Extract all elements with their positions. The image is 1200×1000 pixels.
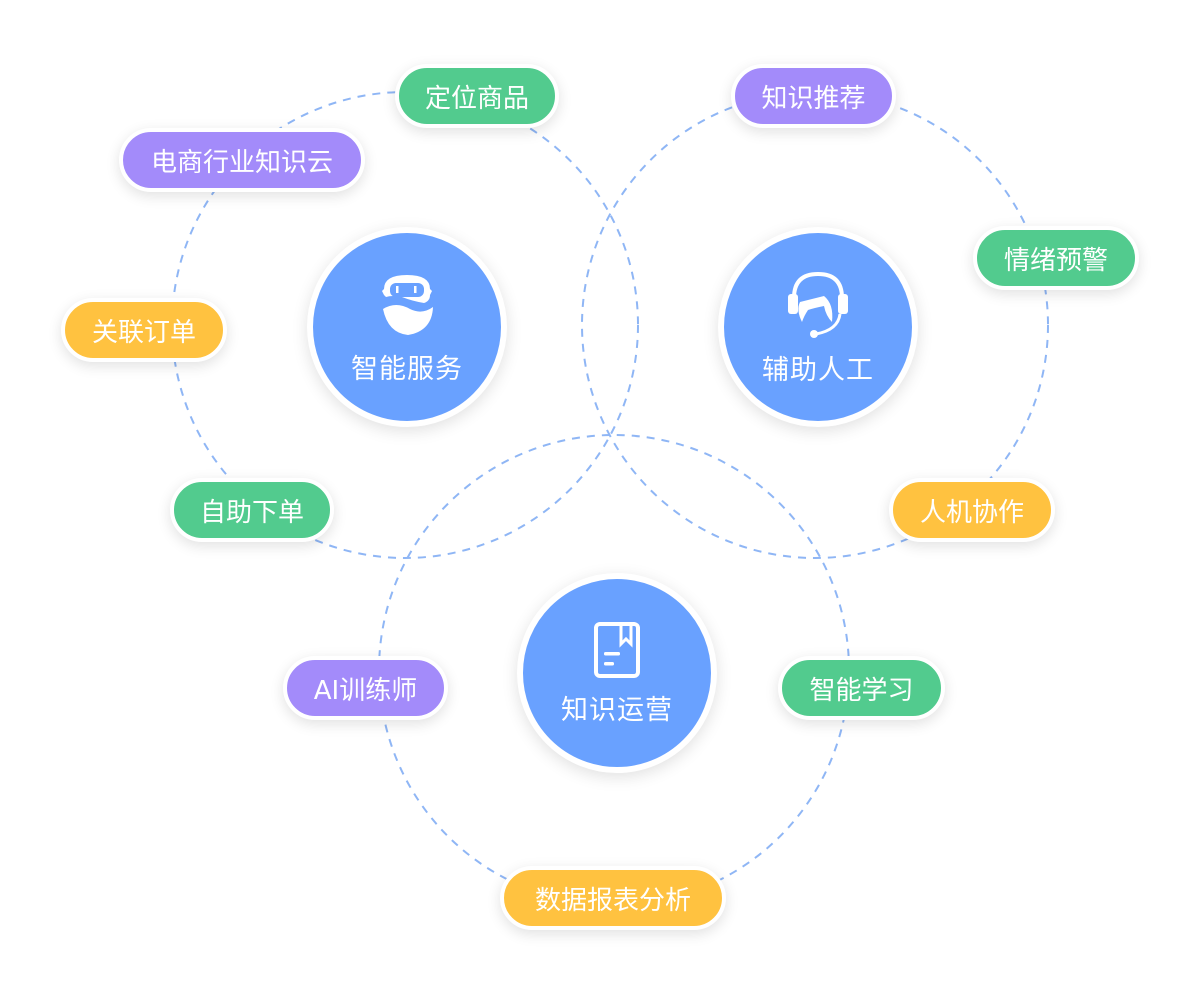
hub-assist-human[interactable]: 辅助人工 (718, 227, 918, 427)
tag-locate-product[interactable]: 定位商品 (395, 64, 559, 128)
hub-label: 辅助人工 (762, 354, 874, 386)
tag-emotion-alert[interactable]: 情绪预警 (973, 226, 1139, 290)
hub-smart-service[interactable]: 智能服务 (307, 227, 507, 427)
tag-ai-trainer[interactable]: AI训练师 (283, 656, 448, 720)
tag-human-machine[interactable]: 人机协作 (889, 478, 1055, 542)
tag-link-order[interactable]: 关联订单 (61, 298, 227, 362)
tag-smart-learning[interactable]: 智能学习 (778, 656, 945, 720)
hub-knowledge-ops[interactable]: 知识运营 (517, 573, 717, 773)
tag-ecommerce-knowledge-cloud[interactable]: 电商行业知识云 (119, 128, 365, 192)
headset-agent-icon (788, 271, 848, 338)
book-icon (594, 621, 640, 678)
tag-self-order[interactable]: 自助下单 (170, 478, 334, 542)
hub-label: 知识运营 (561, 694, 673, 726)
tag-data-report[interactable]: 数据报表分析 (500, 866, 726, 930)
robot-icon (382, 274, 433, 335)
hub-label: 智能服务 (351, 353, 463, 385)
tag-knowledge-recommend[interactable]: 知识推荐 (731, 64, 896, 128)
